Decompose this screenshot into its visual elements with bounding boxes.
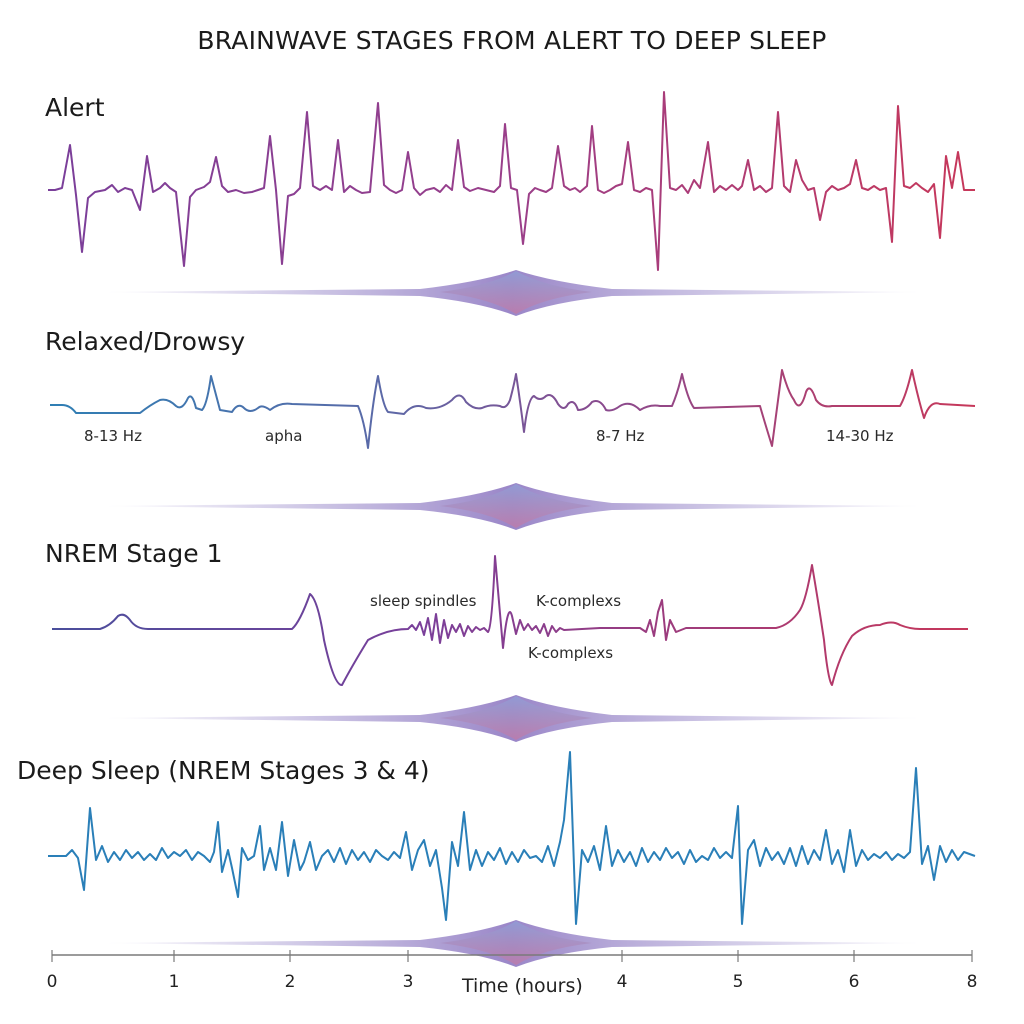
stage-divider-4 [100,920,925,967]
axis-tick-label-6: 6 [848,972,860,992]
axis-tick-label-0: 0 [46,972,58,992]
annotation-theta-range: 8-7 Hz [596,427,645,445]
axis-tick-label-3: 3 [402,972,414,992]
diagram-title: BRAINWAVE STAGES FROM ALERT TO DEEP SLEE… [197,26,827,55]
axis-title: Time (hours) [462,975,583,997]
annotation-k-complexes-lower: K-complexs [528,644,614,662]
stage-label-relaxed-drowsy: Relaxed/Drowsy [45,327,246,356]
stage-label-deep-sleep: Deep Sleep (NREM Stages 3 & 4) [17,756,430,785]
stage-divider-1 [100,270,925,316]
annotation-beta-range: 14-30 Hz [826,427,894,445]
axis-tick-label-5: 5 [732,972,744,992]
nrem-stage-1-waveform [52,555,968,686]
stage-divider-2 [100,483,925,530]
relaxed-drowsy-waveform [50,369,976,449]
axis-tick-label-8: 8 [966,972,978,992]
annotation-sleep-spindles: sleep spindles [370,592,477,610]
axis-tick-label-4: 4 [616,972,628,992]
alert-waveform [48,91,975,271]
annotation-alpha-range: 8-13 Hz [84,427,142,445]
stage-label-nrem-stage-1: NREM Stage 1 [45,539,223,568]
deep-sleep-waveform [48,751,976,925]
time-axis [51,950,973,962]
axis-tick-label-1: 1 [168,972,180,992]
axis-tick-label-2: 2 [284,972,296,992]
annotation-k-complexes-upper: K-complexs [536,592,622,610]
stage-divider-3 [100,695,925,742]
stage-label-alert: Alert [45,93,105,122]
annotation-alpha-label: apha [265,427,303,445]
